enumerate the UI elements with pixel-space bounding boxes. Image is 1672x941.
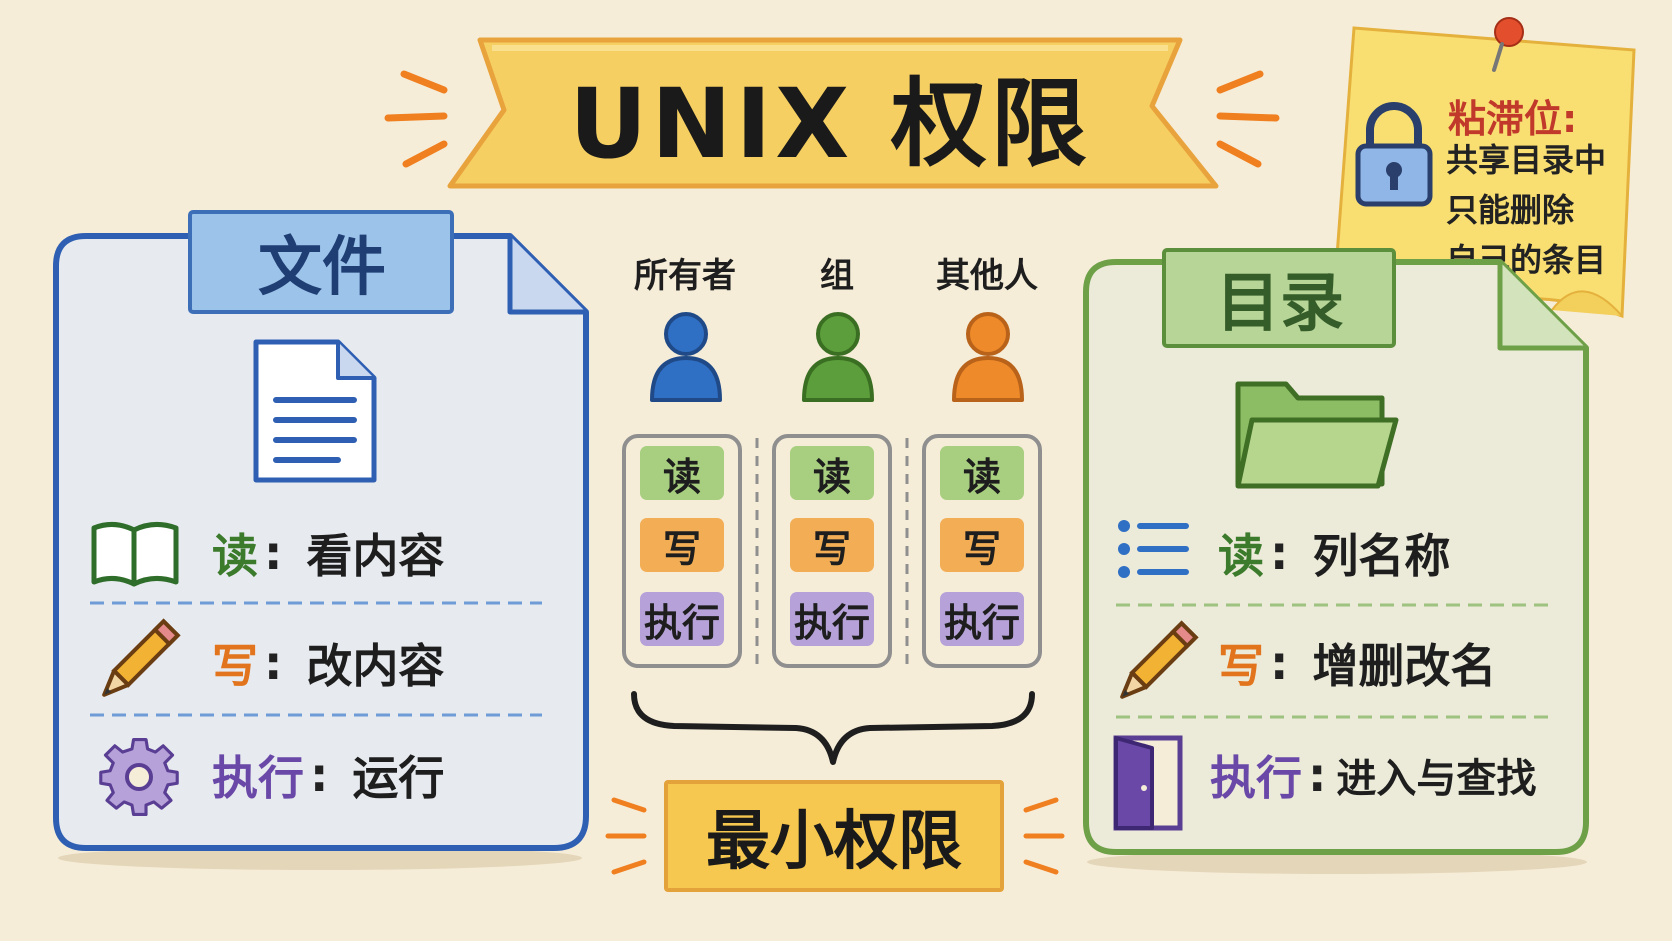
least-privilege-label: 最小权限 [664, 780, 1004, 892]
document-icon [253, 339, 377, 483]
owner-user-icon [650, 312, 722, 402]
page-title: UNIX 权限 [569, 67, 1091, 180]
role-label-group: 组 [820, 256, 854, 296]
others-exec-badge: 执行 [940, 592, 1024, 646]
title-banner [447, 37, 1219, 189]
directory-panel-title: 目录 [1216, 267, 1344, 341]
door-icon [1113, 735, 1183, 831]
separator: : [1270, 636, 1289, 690]
role-label-owner: 所有者 [634, 256, 736, 296]
curly-brace [631, 691, 1035, 765]
sticky-line: 共享目录中 [1446, 141, 1607, 179]
dir-write-row: 写 : 增删改名 [1218, 630, 1496, 696]
dir-read-desc: 列名称 [1312, 529, 1451, 583]
file-tab [188, 210, 454, 314]
others-user-icon [952, 312, 1024, 402]
file-write-desc: 改内容 [306, 639, 445, 693]
group-write-badge: 写 [790, 518, 874, 572]
separator: : [1308, 748, 1327, 802]
group-read-badge: 读 [790, 446, 874, 500]
file-exec-row: 执行 : 运行 [212, 742, 444, 808]
file-panel [53, 233, 589, 870]
title-burst-left-icon [384, 70, 448, 168]
dir-exec-desc: 进入与查找 [1336, 756, 1537, 802]
pencil-icon [102, 618, 181, 697]
divider [90, 601, 542, 605]
divider [90, 713, 542, 717]
burst-right-icon [1023, 797, 1065, 875]
folder-icon [1235, 381, 1399, 489]
group-exec-badge: 执行 [790, 592, 874, 646]
file-exec-key: 执行 [212, 751, 304, 805]
title-burst-right-icon [1216, 70, 1280, 168]
book-icon [91, 522, 179, 587]
dir-exec-key: 执行 [1210, 751, 1302, 805]
file-read-key: 读 [212, 529, 258, 583]
dir-write-desc: 增删改名 [1312, 639, 1497, 693]
burst-left-icon [605, 797, 647, 875]
separator: : [1270, 526, 1289, 580]
pushpin-icon [1492, 17, 1524, 72]
sticky-line: 只能删除 [1446, 191, 1575, 229]
separator: : [264, 526, 283, 580]
others-write-badge: 写 [940, 518, 1024, 572]
directory-panel [1083, 259, 1589, 874]
group-user-icon [802, 312, 874, 402]
owner-write-badge: 写 [640, 518, 724, 572]
dir-exec-row: 执行 : 进入与查找 [1210, 742, 1536, 808]
role-label-others: 其他人 [936, 256, 1038, 296]
file-read-desc: 看内容 [306, 529, 445, 583]
directory-tab [1162, 248, 1396, 348]
dir-read-row: 读 : 列名称 [1218, 520, 1450, 586]
list-icon [1118, 520, 1189, 578]
lock-icon [1355, 102, 1433, 207]
file-read-row: 读 : 看内容 [212, 520, 444, 586]
owner-read-badge: 读 [640, 446, 724, 500]
file-write-row: 写 : 改内容 [212, 630, 444, 696]
owner-exec-badge: 执行 [640, 592, 724, 646]
divider [1116, 603, 1548, 607]
permission-columns [622, 434, 1042, 668]
separator: : [264, 636, 283, 690]
file-write-key: 写 [212, 639, 258, 693]
file-panel-title: 文件 [258, 231, 386, 305]
others-read-badge: 读 [940, 446, 1024, 500]
file-exec-desc: 运行 [352, 751, 445, 805]
sticky-title: 粘滞位: [1448, 97, 1578, 141]
divider [1116, 715, 1548, 719]
pencil-icon [1120, 620, 1199, 699]
gear-icon [99, 738, 179, 816]
dir-write-key: 写 [1218, 639, 1264, 693]
dir-read-key: 读 [1218, 529, 1264, 583]
separator: : [310, 748, 329, 802]
